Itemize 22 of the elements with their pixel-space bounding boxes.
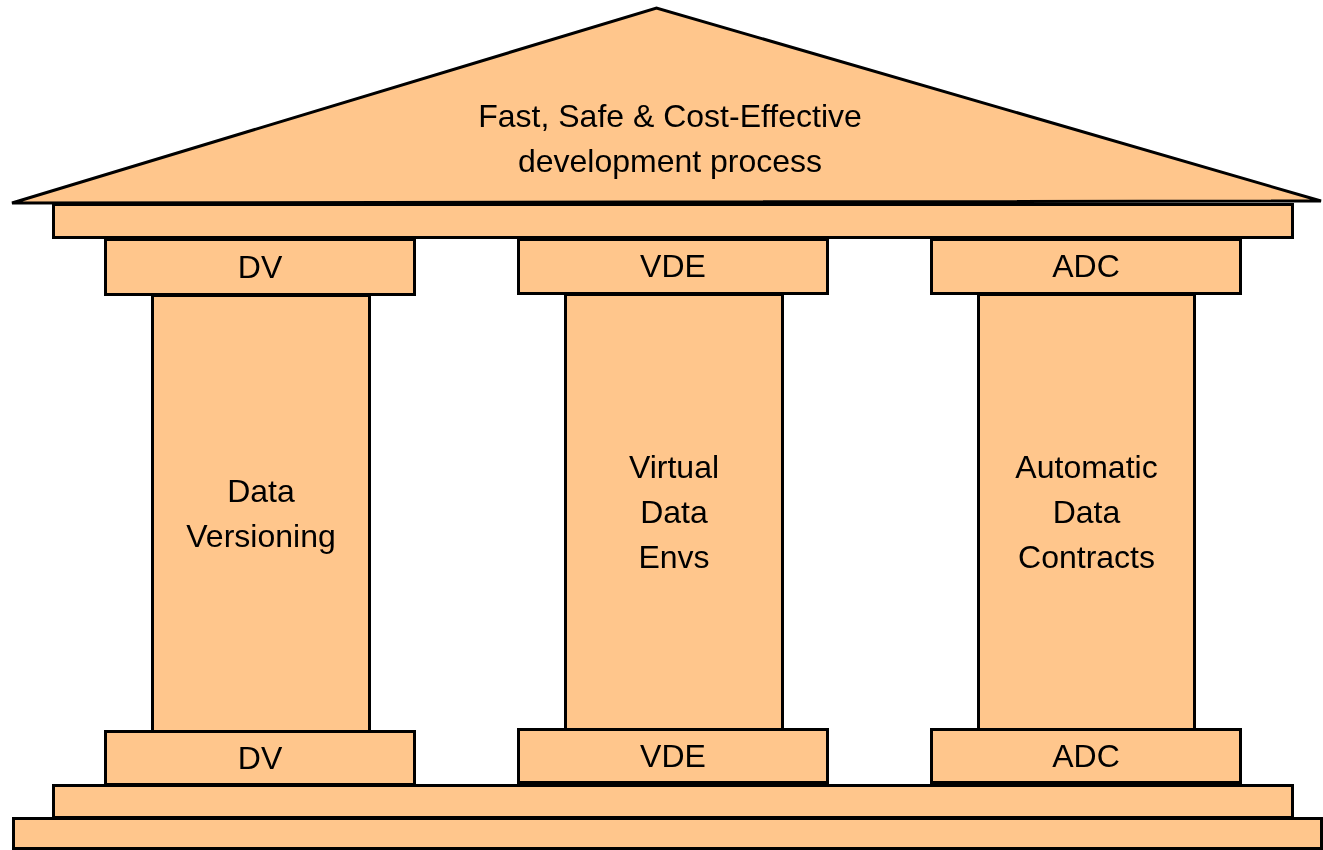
roof-label: Fast, Safe & Cost-Effective development process [477,97,863,181]
base-step [52,784,1294,819]
base-label: DV [237,738,283,778]
column-base [930,728,1242,784]
base-label: VDE [640,736,706,776]
capital-block [517,238,829,295]
capital-label: VDE [640,247,706,286]
capital-block [930,238,1242,295]
capital-label: ADC [1052,247,1120,286]
capital-label: DV [237,247,283,287]
base-step [12,817,1323,850]
column-base [104,730,416,786]
column-shaft [977,293,1196,731]
capital-block [104,238,416,296]
column-base [517,728,829,784]
column-label: Data Versioning [185,471,337,556]
column-label: Virtual Data Envs [627,447,721,577]
architrave-beam [52,203,1294,239]
column-shaft [564,293,784,731]
base-label: ADC [1052,736,1120,776]
column-shaft [151,294,371,733]
column-label: Automatic Data Contracts [1014,447,1159,577]
